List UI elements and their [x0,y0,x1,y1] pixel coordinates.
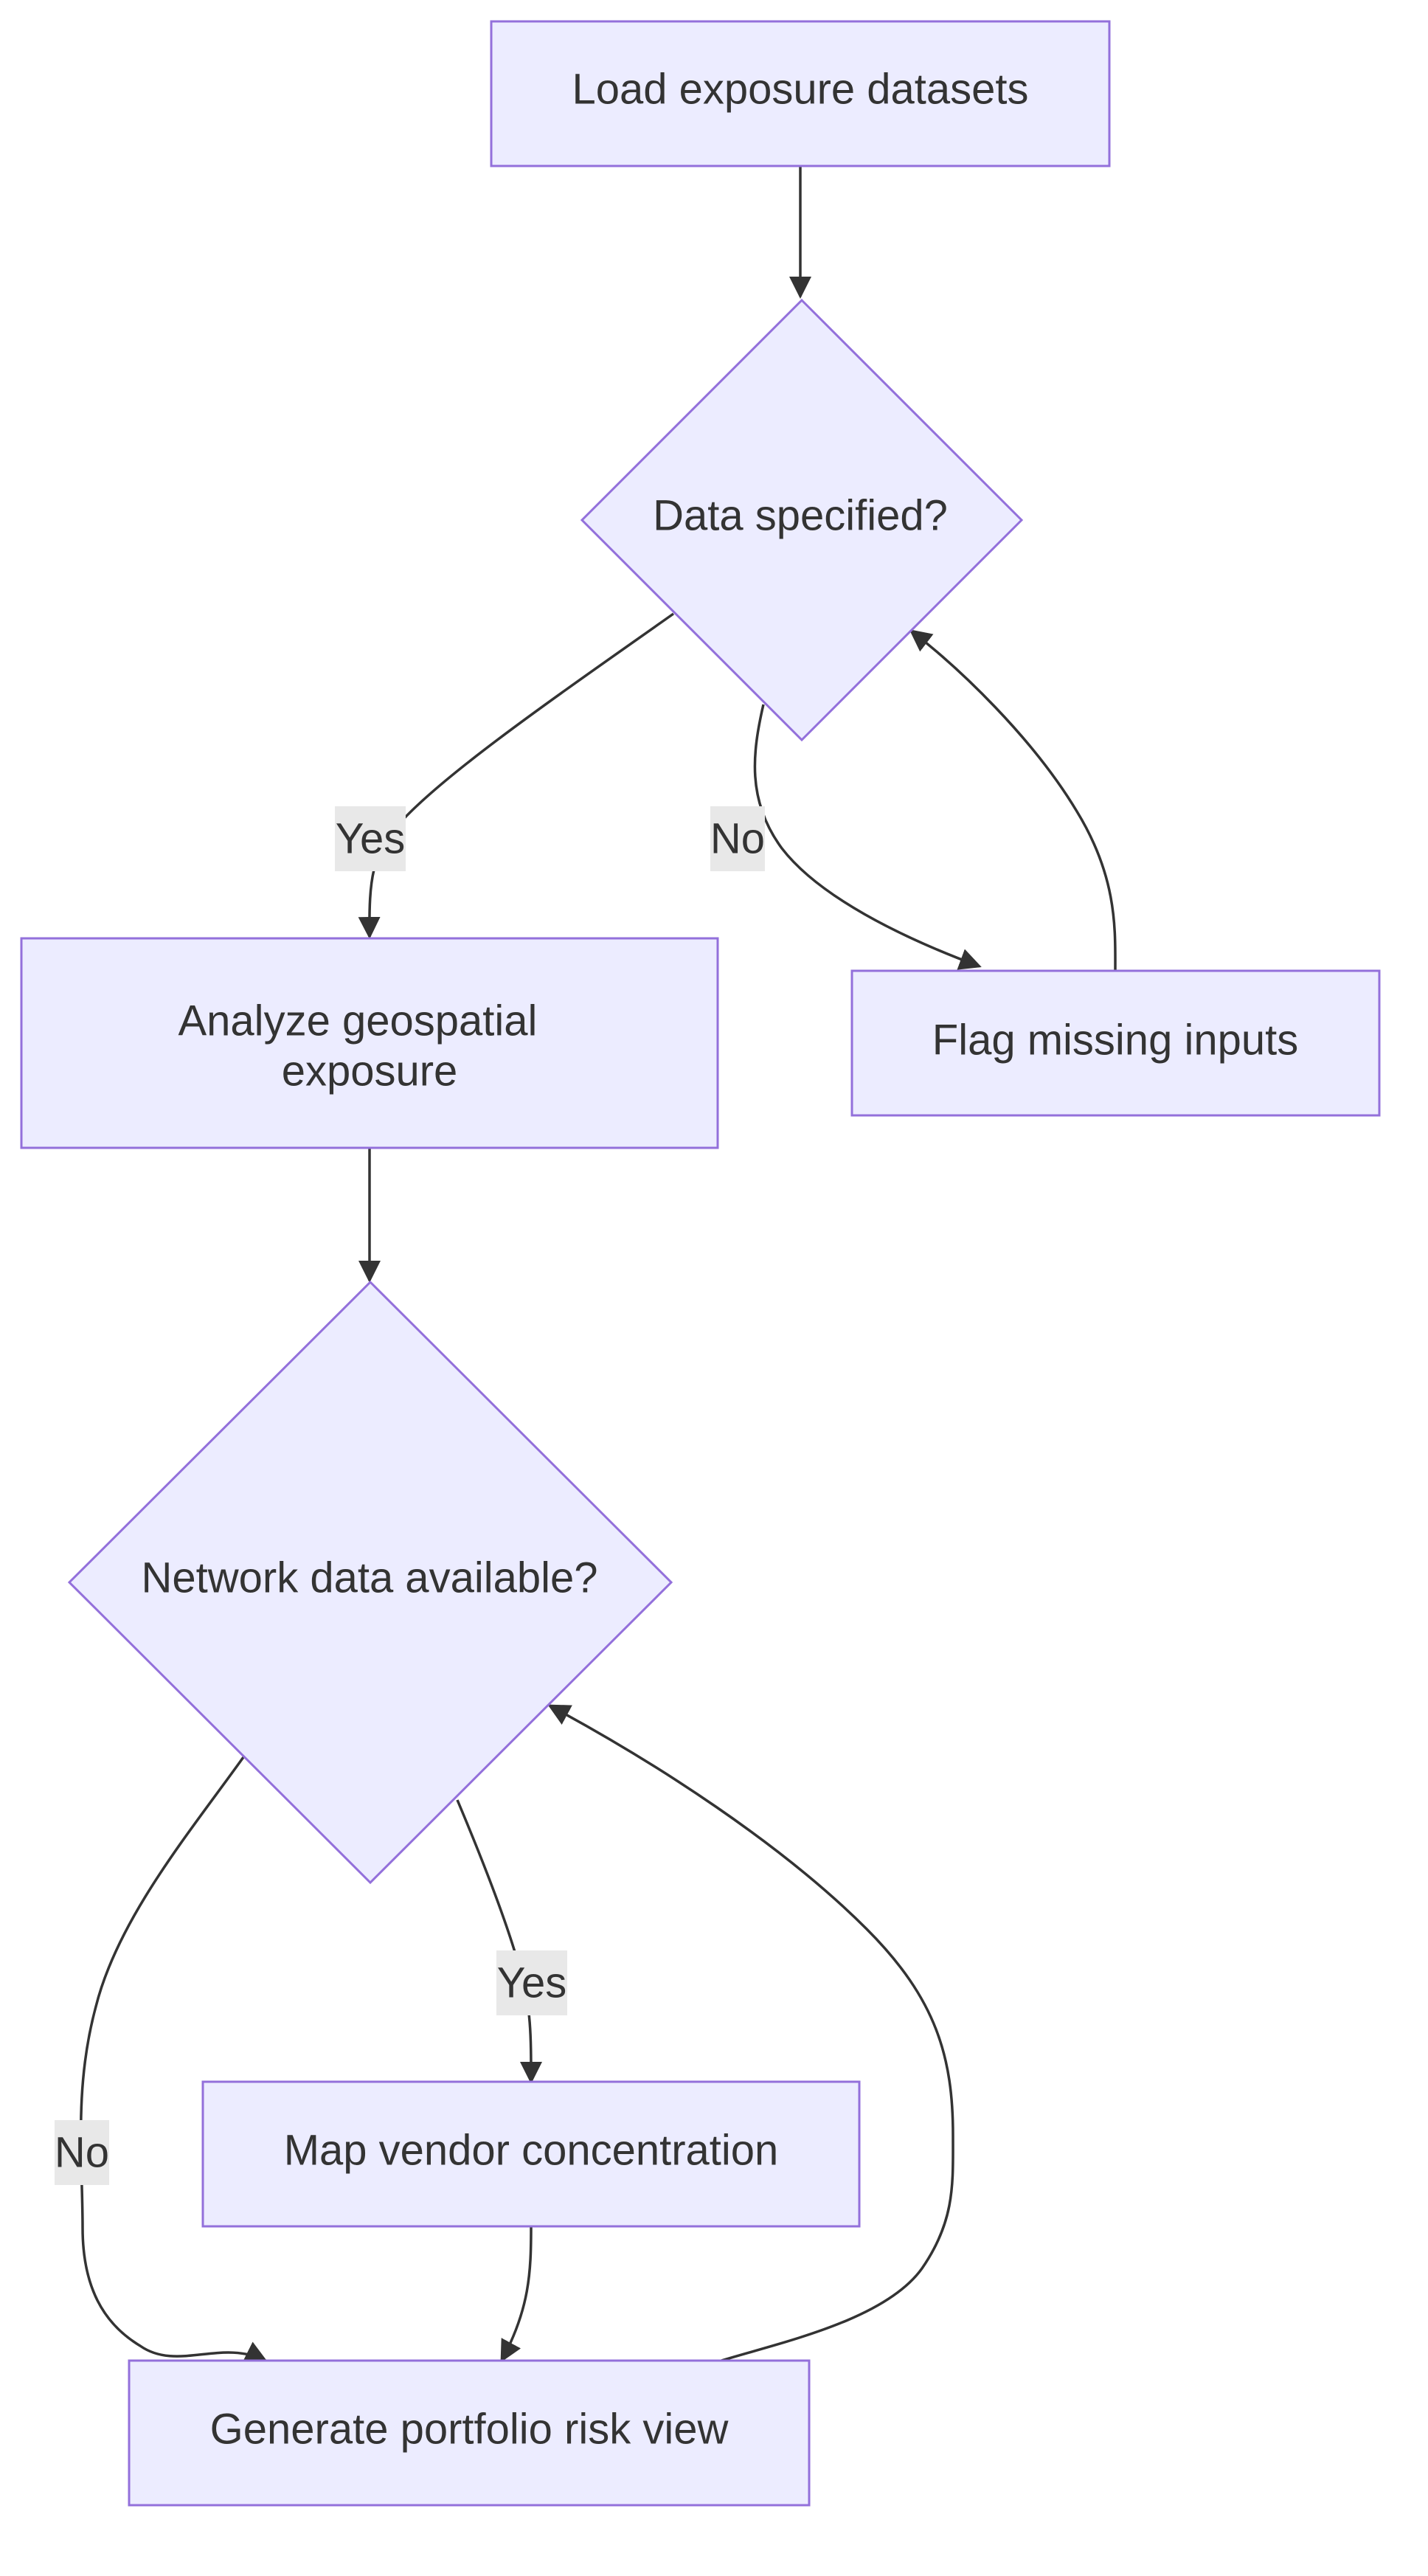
node-map-vendor-concentration: Map vendor concentration [201,2080,861,2228]
edge-label-network-yes: Yes [496,1950,567,2015]
edge-data-specified-no [753,704,982,970]
edge-label-network-yes-text: Yes [497,1959,567,2007]
node-network-data-available: Network data available? [67,1280,673,1885]
node-map-vendor-concentration-label: Map vendor concentration [284,2127,779,2175]
edge-network-no [79,1756,268,2362]
edge-labels: Yes No Yes No [55,806,765,2185]
edge-label-data-no-text: No [710,815,765,863]
node-load-exposure-datasets: Load exposure datasets [490,20,1111,167]
node-generate-portfolio-risk-view-label: Generate portfolio risk view [210,2406,729,2454]
node-flag-missing-inputs: Flag missing inputs [850,969,1381,1117]
node-data-specified: Data specified? [580,298,1024,742]
nodes: Load exposure datasets Data specified? A… [20,20,1381,2507]
edge-data-specified-yes [358,612,675,939]
node-data-specified-label: Data specified? [653,492,948,540]
edge-label-data-yes-text: Yes [336,815,406,863]
node-analyze-geospatial-exposure-text: Analyze geospatial exposure [178,983,549,1095]
node-flag-missing-inputs-label: Flag missing inputs [932,1017,1298,1064]
edge-label-data-yes: Yes [335,806,406,871]
node-load-exposure-datasets-label: Load exposure datasets [572,66,1028,114]
edge-label-network-no: No [55,2120,109,2185]
node-analyze-line-2: exposure [282,1048,458,1095]
node-analyze-geospatial-exposure: Analyze geospatial exposure [20,937,719,1149]
edge-map-vendor-to-generate [500,2226,533,2363]
node-network-data-available-label: Network data available? [141,1554,597,1602]
edge-network-yes [456,1799,542,2084]
edge-generate-to-network [547,1704,954,2362]
node-generate-portfolio-risk-view: Generate portfolio risk view [128,2359,811,2507]
node-analyze-line-1: Analyze geospatial [178,997,537,1045]
edge-label-data-no: No [710,806,765,871]
edge-flag-to-data-specified [909,629,1117,971]
edge-label-network-no-text: No [55,2129,109,2177]
